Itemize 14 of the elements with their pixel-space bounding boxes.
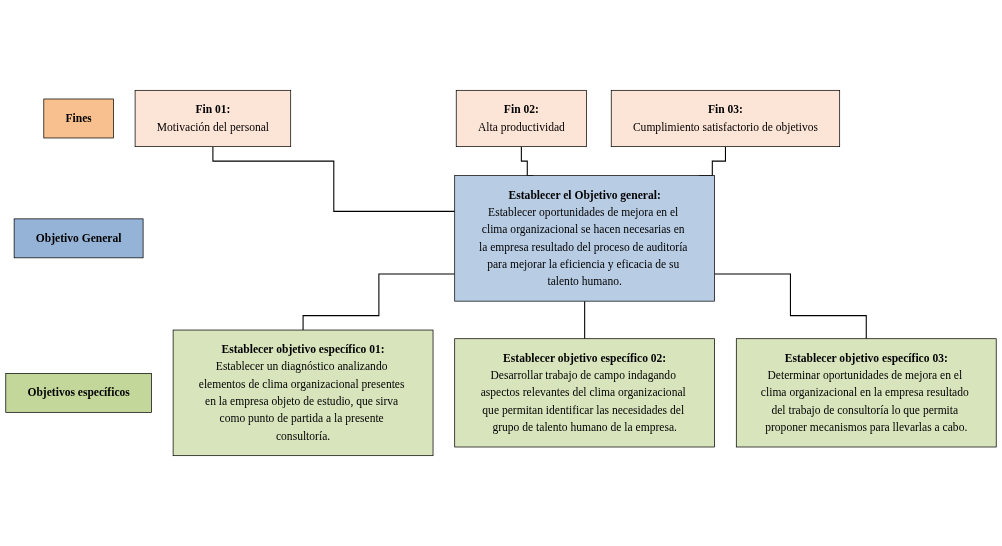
- connector: [212, 146, 456, 212]
- node-box: Objetivo General: [13, 218, 144, 259]
- connector: [302, 273, 456, 331]
- connector: [714, 273, 867, 340]
- node-box: Objetivos específicos: [5, 373, 152, 413]
- node-box: Fin 02: Alta productividad: [455, 89, 587, 147]
- node-box: Fin 03: Cumplimiento satisfactorio de objetivos: [610, 89, 841, 147]
- node-box: Establecer objetivo específico 02: Desarrollar trabajo de campo indagando aspectos relevantes del clima organizacional que permitan identificar las necesidades del grupo de talento humano de la empresa.: [454, 338, 715, 448]
- node-box: Establecer objetivo específico 03: Determinar oportunidades de mejora en el clima organizacional en la empresa resultado del trabajo de consultoría lo que permita proponer mecanismos para llevarlas a cabo.: [735, 338, 997, 448]
- connector: [584, 300, 586, 340]
- node-box: Fin 01: Motivación del personal: [134, 89, 292, 147]
- node-box: Establecer objetivo específico 01: Establecer un diagnóstico analizando elementos de clima organizacional presentes en la empresa objeto de estudio, que sirva como punto de partida a la presente consultoría.: [172, 329, 434, 457]
- node-box: Establecer el Objetivo general: Establecer oportunidades de mejora en el clima organizacional se hacen necesarias en la empresa resultado del proceso de auditoría para mejorar la eficiencia y eficacia de su talento humano.: [454, 175, 715, 302]
- node-box: Fines: [43, 98, 114, 139]
